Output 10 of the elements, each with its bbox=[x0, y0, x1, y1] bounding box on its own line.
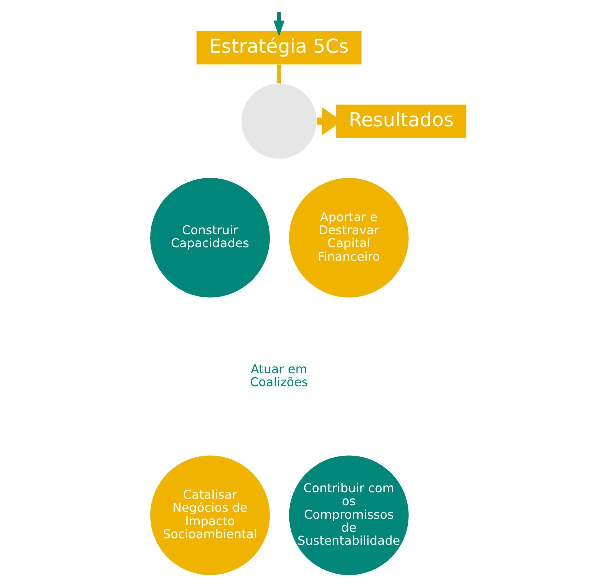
node-box: Resultados bbox=[336, 104, 466, 138]
node-box: Estratégia 5Cs bbox=[196, 31, 362, 65]
connector bbox=[277, 64, 280, 84]
node-circle: Aportar e Destravar Capital Financeiro bbox=[288, 178, 408, 298]
node-circle bbox=[241, 84, 316, 159]
node-circle: Catalisar Negócios de Impacto Socioambiental bbox=[150, 456, 270, 576]
node-circle: Construir Capacidades bbox=[150, 178, 270, 298]
arrow bbox=[273, 12, 284, 37]
node-text: Atuar em Coalizões bbox=[250, 362, 308, 390]
node-circle: Contribuir com os Compromissos de Sustentabilidade bbox=[288, 456, 408, 576]
